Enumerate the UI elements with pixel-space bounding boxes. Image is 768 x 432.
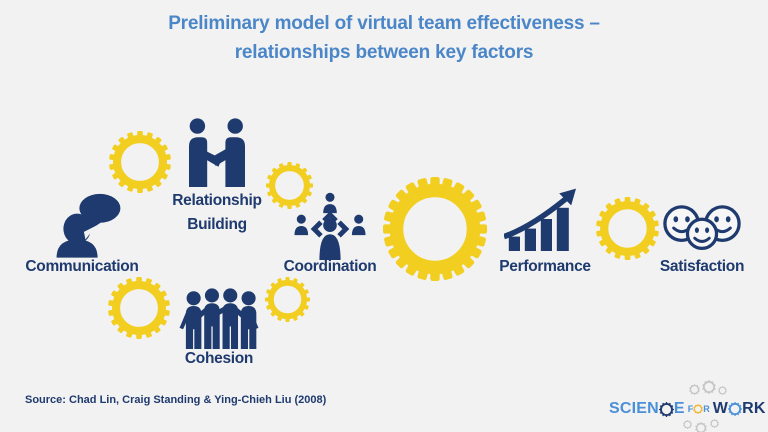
factor-label-satisfaction: Satisfaction <box>659 258 745 275</box>
factor-label-coordination: Coordination <box>283 258 377 275</box>
logo-decorative-gear-icon <box>695 422 707 432</box>
logo-decorative-gear-icon <box>683 420 692 429</box>
gear-icon <box>596 197 659 260</box>
logo-gear-icon <box>728 402 743 416</box>
factor-label-relationship-building: Relationship Building <box>172 192 262 234</box>
logo-decorative-gear-icon <box>689 384 700 395</box>
logo-gear-icon <box>693 404 704 414</box>
factor-label-performance: Performance <box>499 258 591 275</box>
logo-text-scien: SCIEN <box>609 400 659 417</box>
smiley-faces-icon <box>662 203 742 253</box>
person-speech-bubble-icon <box>52 192 128 258</box>
gear-icon <box>266 162 313 209</box>
logo-gear-icon <box>658 401 674 417</box>
logo-text-w: W <box>712 400 729 417</box>
factor-label-cohesion: Cohesion <box>184 350 254 367</box>
logo-decorative-gear-icon <box>702 380 716 394</box>
team-huddle-icon <box>174 287 264 349</box>
page-title: Preliminary model of virtual team effect… <box>0 10 768 67</box>
logo-decorative-gear-icon <box>710 419 719 428</box>
handshake-people-icon <box>182 116 252 188</box>
page-title-line2: relationships between key factors <box>234 41 534 63</box>
logo-text-f: F <box>687 404 694 414</box>
team-coordination-icon <box>290 192 370 260</box>
gear-icon <box>109 131 171 193</box>
bar-chart-rising-arrow-icon <box>504 186 584 252</box>
science-for-work-logo: SCIEN E F R W RK <box>603 380 766 432</box>
gear-icon <box>265 277 310 322</box>
logo-decorative-gear-icon <box>718 386 727 395</box>
source-citation: Source: Chad Lin, Craig Standing & Ying-… <box>25 394 327 406</box>
page-title-line1: Preliminary model of virtual team effect… <box>168 13 600 34</box>
logo-text-rk: RK <box>742 400 766 417</box>
logo-text-r: R <box>703 404 710 414</box>
gear-icon <box>383 177 487 281</box>
logo-text-e: E <box>673 400 685 417</box>
logo-wordmark: SCIEN E F R W RK <box>609 400 766 418</box>
gear-icon <box>108 277 170 339</box>
factor-label-communication: Communication <box>25 258 139 275</box>
